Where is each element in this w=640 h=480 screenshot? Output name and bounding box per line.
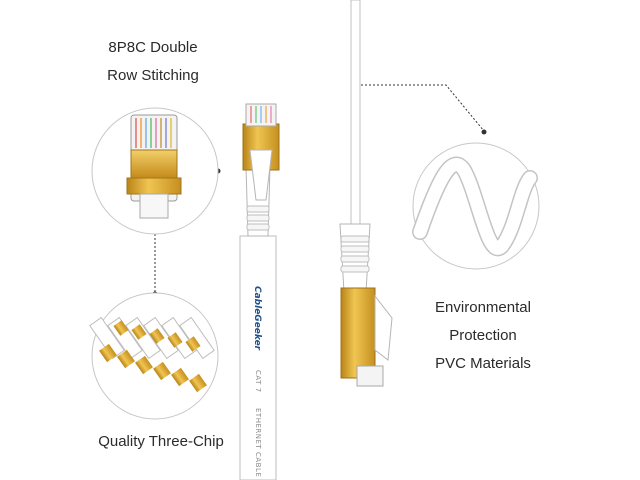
central-cable (239, 103, 280, 480)
stitching-label-line1: 8P8C Double (108, 39, 198, 56)
env-label-line3: PVC Materials (435, 355, 531, 372)
gold-pins-circle (89, 292, 219, 420)
callout-line-env (361, 84, 485, 132)
stitching-label-line2: Row Stitching (107, 67, 199, 84)
chip-label: Quality Three-Chip (98, 433, 224, 450)
cable-print-ethernet: ETHERNET (254, 408, 262, 450)
connector-closeup-circle (91, 107, 219, 235)
cable-print-cat7: CAT 7 (254, 370, 262, 393)
callout-dot-env (481, 129, 487, 135)
right-cable (339, 0, 393, 387)
cable-brand-logo: CableGeeker (252, 286, 262, 351)
stitching-label: 8P8C Double Row Stitching (88, 34, 218, 90)
env-label-line2: Protection (449, 327, 517, 344)
env-label: Environmental Protection PVC Materials (420, 294, 546, 378)
flat-cable-circle (412, 142, 540, 270)
env-label-line1: Environmental (435, 299, 531, 316)
cable-print-cable: CABLE (254, 452, 262, 478)
